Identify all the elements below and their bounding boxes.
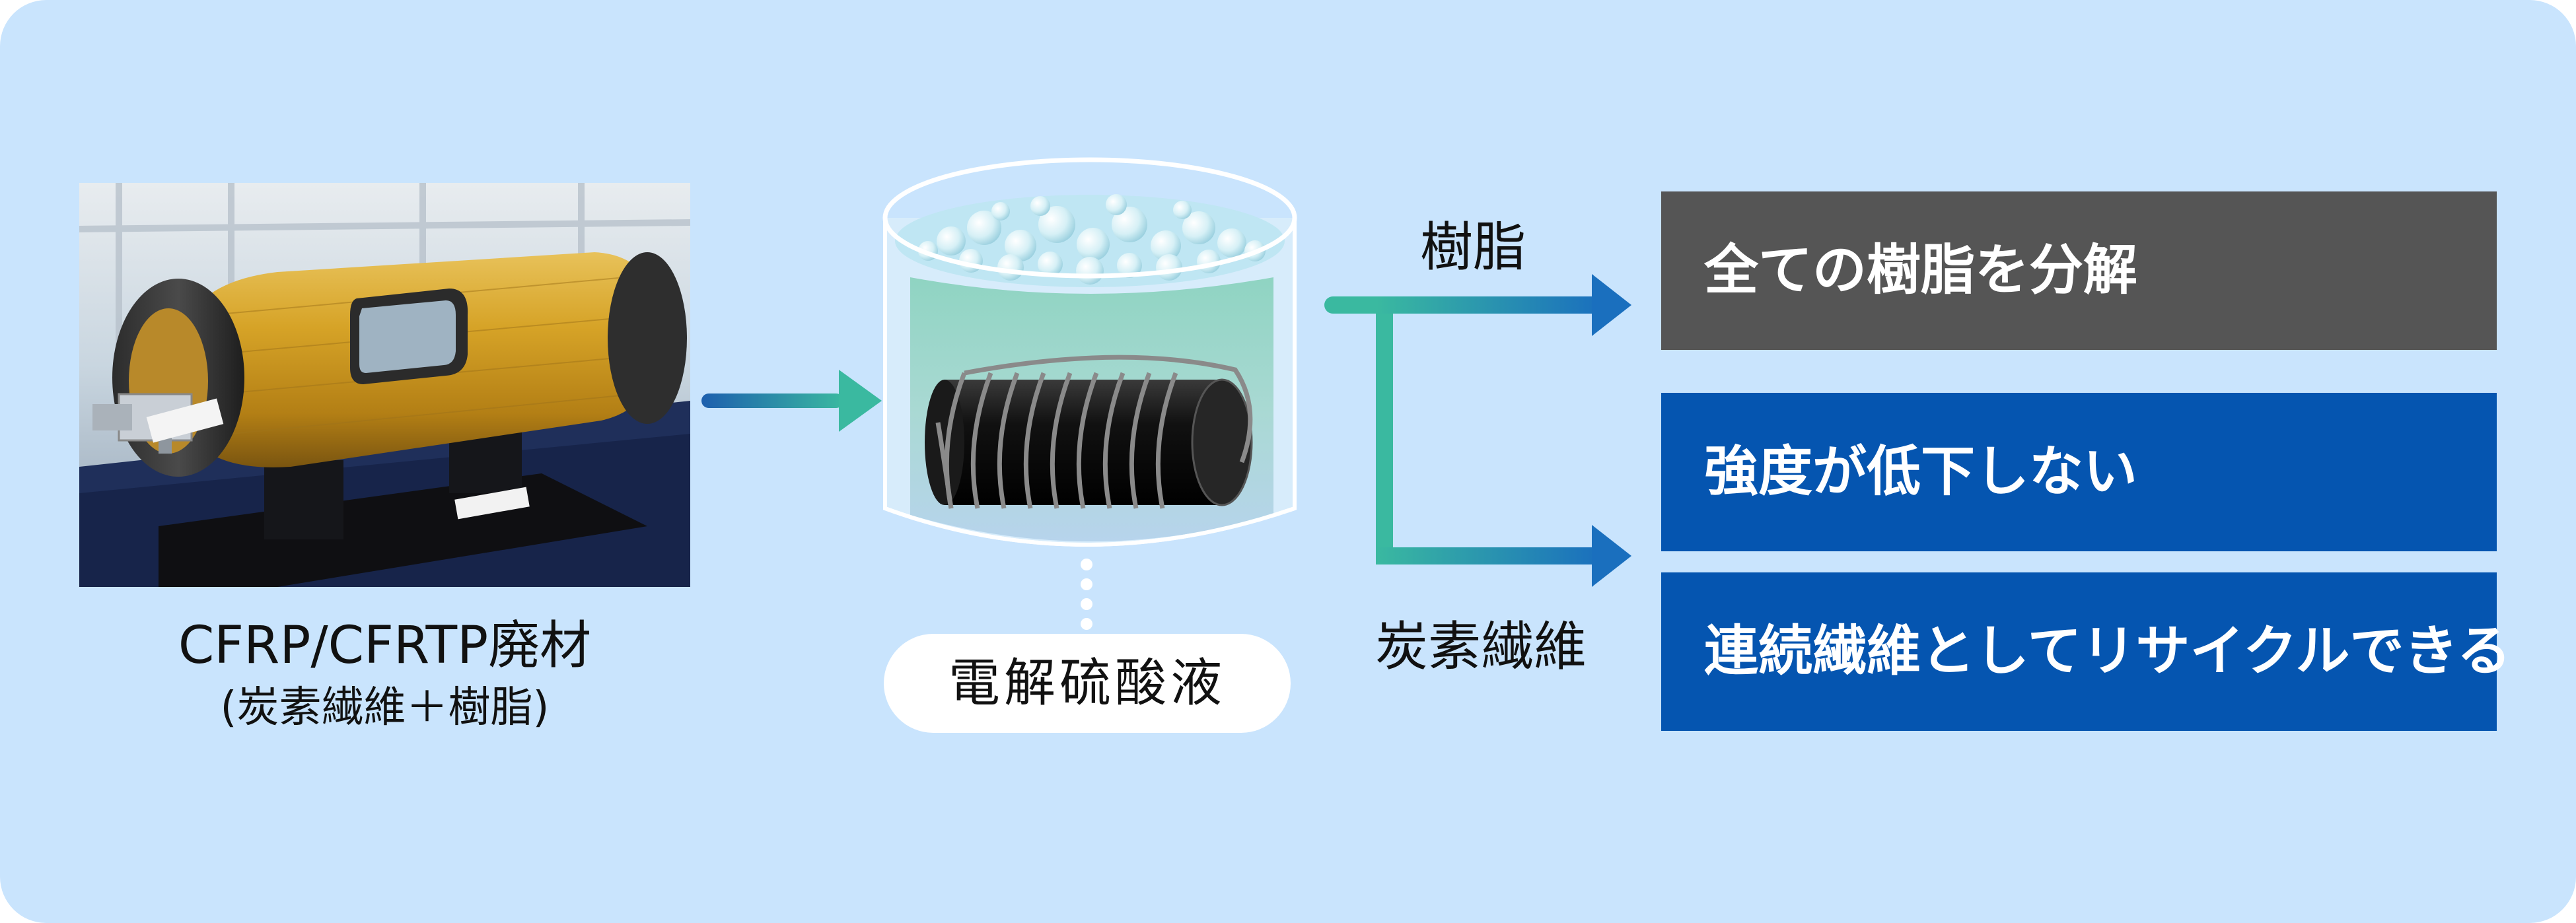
result-box-decompose: 全ての樹脂を分解 <box>1661 191 2497 350</box>
result-box-strength: 強度が低下しない <box>1661 393 2497 551</box>
cfrp-tank-photo <box>79 183 690 587</box>
source-caption: CFRP/CFRTP廃材 <box>178 616 592 675</box>
liquid-label: 電解硫酸液 <box>948 654 1226 713</box>
resin-branch-label: 樹脂 <box>1420 217 1526 278</box>
coil-wire <box>935 355 1253 509</box>
arrow-to-vessel <box>701 370 882 432</box>
electrolysis-vessel <box>882 157 1297 547</box>
connector-dots <box>1081 559 1092 630</box>
fiber-branch-label: 炭素繊維 <box>1375 616 1587 677</box>
source-subcaption: (炭素繊維＋樹脂) <box>220 683 550 732</box>
result-box-recycle: 連続繊維としてリサイクルできる <box>1661 572 2511 731</box>
branch-arrows <box>1324 274 1631 587</box>
liquid-label-pill <box>884 634 1291 733</box>
foam-bubbles <box>918 194 1266 285</box>
